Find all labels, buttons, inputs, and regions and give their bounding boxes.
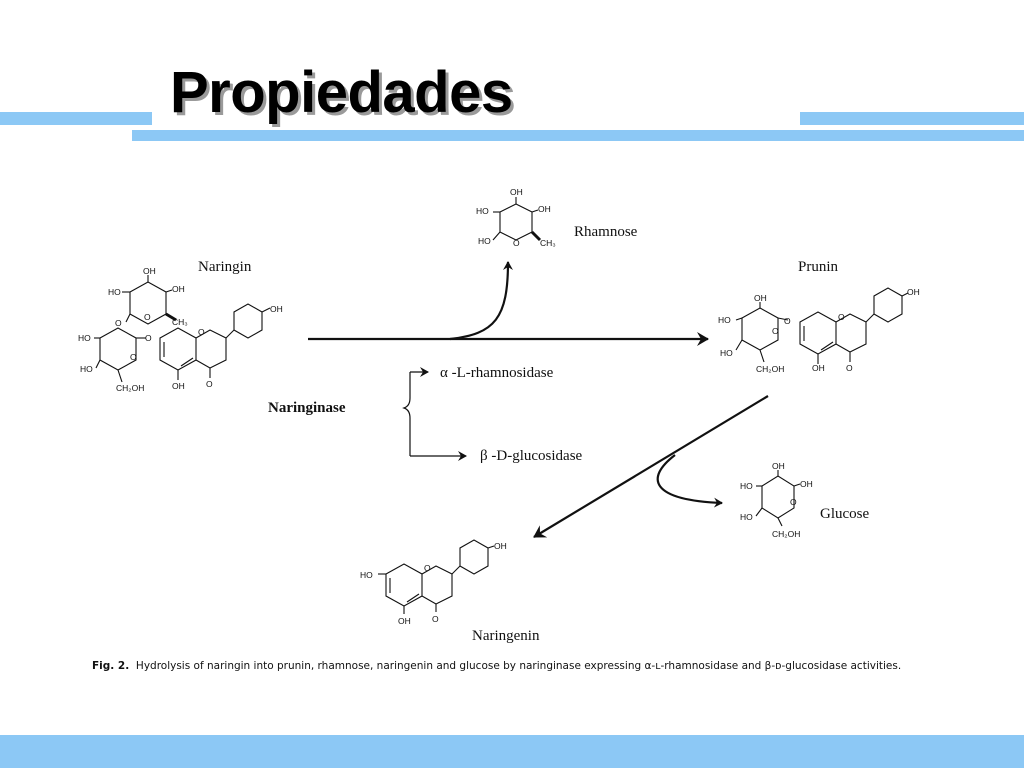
atom-oh: OH xyxy=(907,287,920,297)
glucose-structure xyxy=(755,470,801,527)
atom-oh: OH xyxy=(172,381,185,391)
atom-ho: HO xyxy=(80,364,93,374)
atom-o: O xyxy=(145,333,152,343)
atom-o: O xyxy=(838,312,845,322)
atom-ho: HO xyxy=(360,570,373,580)
atom-o: O xyxy=(198,327,205,337)
atom-oh: OH xyxy=(143,266,156,276)
naringin-label: Naringin xyxy=(198,259,252,275)
atom-o: O xyxy=(130,352,137,362)
atom-o: O xyxy=(784,316,791,326)
rhamnose-structure xyxy=(492,197,542,242)
footer-bar xyxy=(0,735,1024,768)
atom-ch2oh: CH₂OH xyxy=(756,364,784,374)
atom-o: O xyxy=(432,614,439,624)
figure-caption: Fig. 2. Hydrolysis of naringin into prun… xyxy=(92,660,901,672)
atom-ch3: CH₃ xyxy=(172,317,188,327)
atom-oh: OH xyxy=(172,284,185,294)
enzyme-brace xyxy=(402,372,411,456)
atom-oh: OH xyxy=(538,204,551,214)
glucose-label: Glucose xyxy=(820,506,869,522)
atom-ho: HO xyxy=(476,206,489,216)
atom-ho: HO xyxy=(478,236,491,246)
atom-ho: HO xyxy=(740,481,753,491)
prunin-to-naringenin-arrow xyxy=(533,395,769,538)
atom-ho: HO xyxy=(718,315,731,325)
atom-ho: HO xyxy=(740,512,753,522)
atom-oh: OH xyxy=(494,541,507,551)
rhamnose-release-arrow xyxy=(449,261,513,341)
atom-o: O xyxy=(424,563,431,573)
enzyme-label: Naringinase xyxy=(268,400,346,416)
naringenin-structure xyxy=(378,539,495,614)
atom-oh: OH xyxy=(398,616,411,626)
naringin-structure xyxy=(94,275,271,383)
atom-oh: OH xyxy=(772,461,785,471)
atom-o: O xyxy=(144,312,151,322)
alpha-rhamnosidase-label: α -L-rhamnosidase xyxy=(440,365,554,381)
atom-o: O xyxy=(790,497,797,507)
rhamnose-label: Rhamnose xyxy=(574,224,638,240)
prunin-label: Prunin xyxy=(798,259,839,275)
atom-o: O xyxy=(846,363,853,373)
atom-o: O xyxy=(115,318,122,328)
slide-title: Propiedades xyxy=(170,60,513,125)
atom-ch2oh: CH₂OH xyxy=(772,529,800,539)
atom-oh: OH xyxy=(812,363,825,373)
beta-glucosidase-label: β -D-glucosidase xyxy=(480,448,583,464)
header-underline xyxy=(132,130,1024,141)
prunin-structure xyxy=(735,287,909,364)
atom-ch2oh: CH₂OH xyxy=(116,383,144,393)
glucose-release-arrow xyxy=(656,454,723,508)
atom-ho: HO xyxy=(78,333,91,343)
atom-o: O xyxy=(772,326,779,336)
atom-oh: OH xyxy=(270,304,283,314)
header-bar-left xyxy=(0,112,152,125)
atom-oh: OH xyxy=(510,187,523,197)
hydrolysis-diagram: OH HO OH O CH₃ O HO HO O CH₂OH O O OH O … xyxy=(78,187,920,644)
atom-ho: HO xyxy=(720,348,733,358)
atom-o: O xyxy=(513,238,520,248)
caption-text: Hydrolysis of naringin into prunin, rham… xyxy=(135,660,902,672)
atom-ho: HO xyxy=(108,287,121,297)
atom-o: O xyxy=(206,379,213,389)
atom-oh: OH xyxy=(754,293,767,303)
figure-label: Fig. 2. xyxy=(92,660,130,672)
atom-ch3: CH₃ xyxy=(540,238,556,248)
header-bar-right xyxy=(800,112,1024,125)
atom-oh: OH xyxy=(800,479,813,489)
naringenin-label: Naringenin xyxy=(472,628,540,644)
